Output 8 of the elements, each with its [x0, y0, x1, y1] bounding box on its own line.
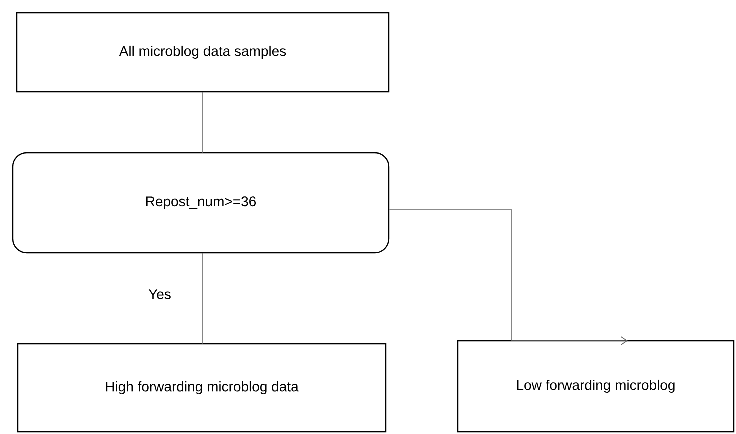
edge-label: Yes — [148, 288, 172, 300]
connector — [202, 252, 204, 344]
connector — [202, 92, 204, 154]
connector — [389, 210, 628, 346]
process-box: Low forwarding microblog — [457, 340, 735, 433]
process-box: High forwarding microblog data — [17, 343, 387, 433]
process-box: All microblog data samples — [16, 12, 390, 93]
decision-box: Repost_num>=36 — [12, 152, 390, 254]
